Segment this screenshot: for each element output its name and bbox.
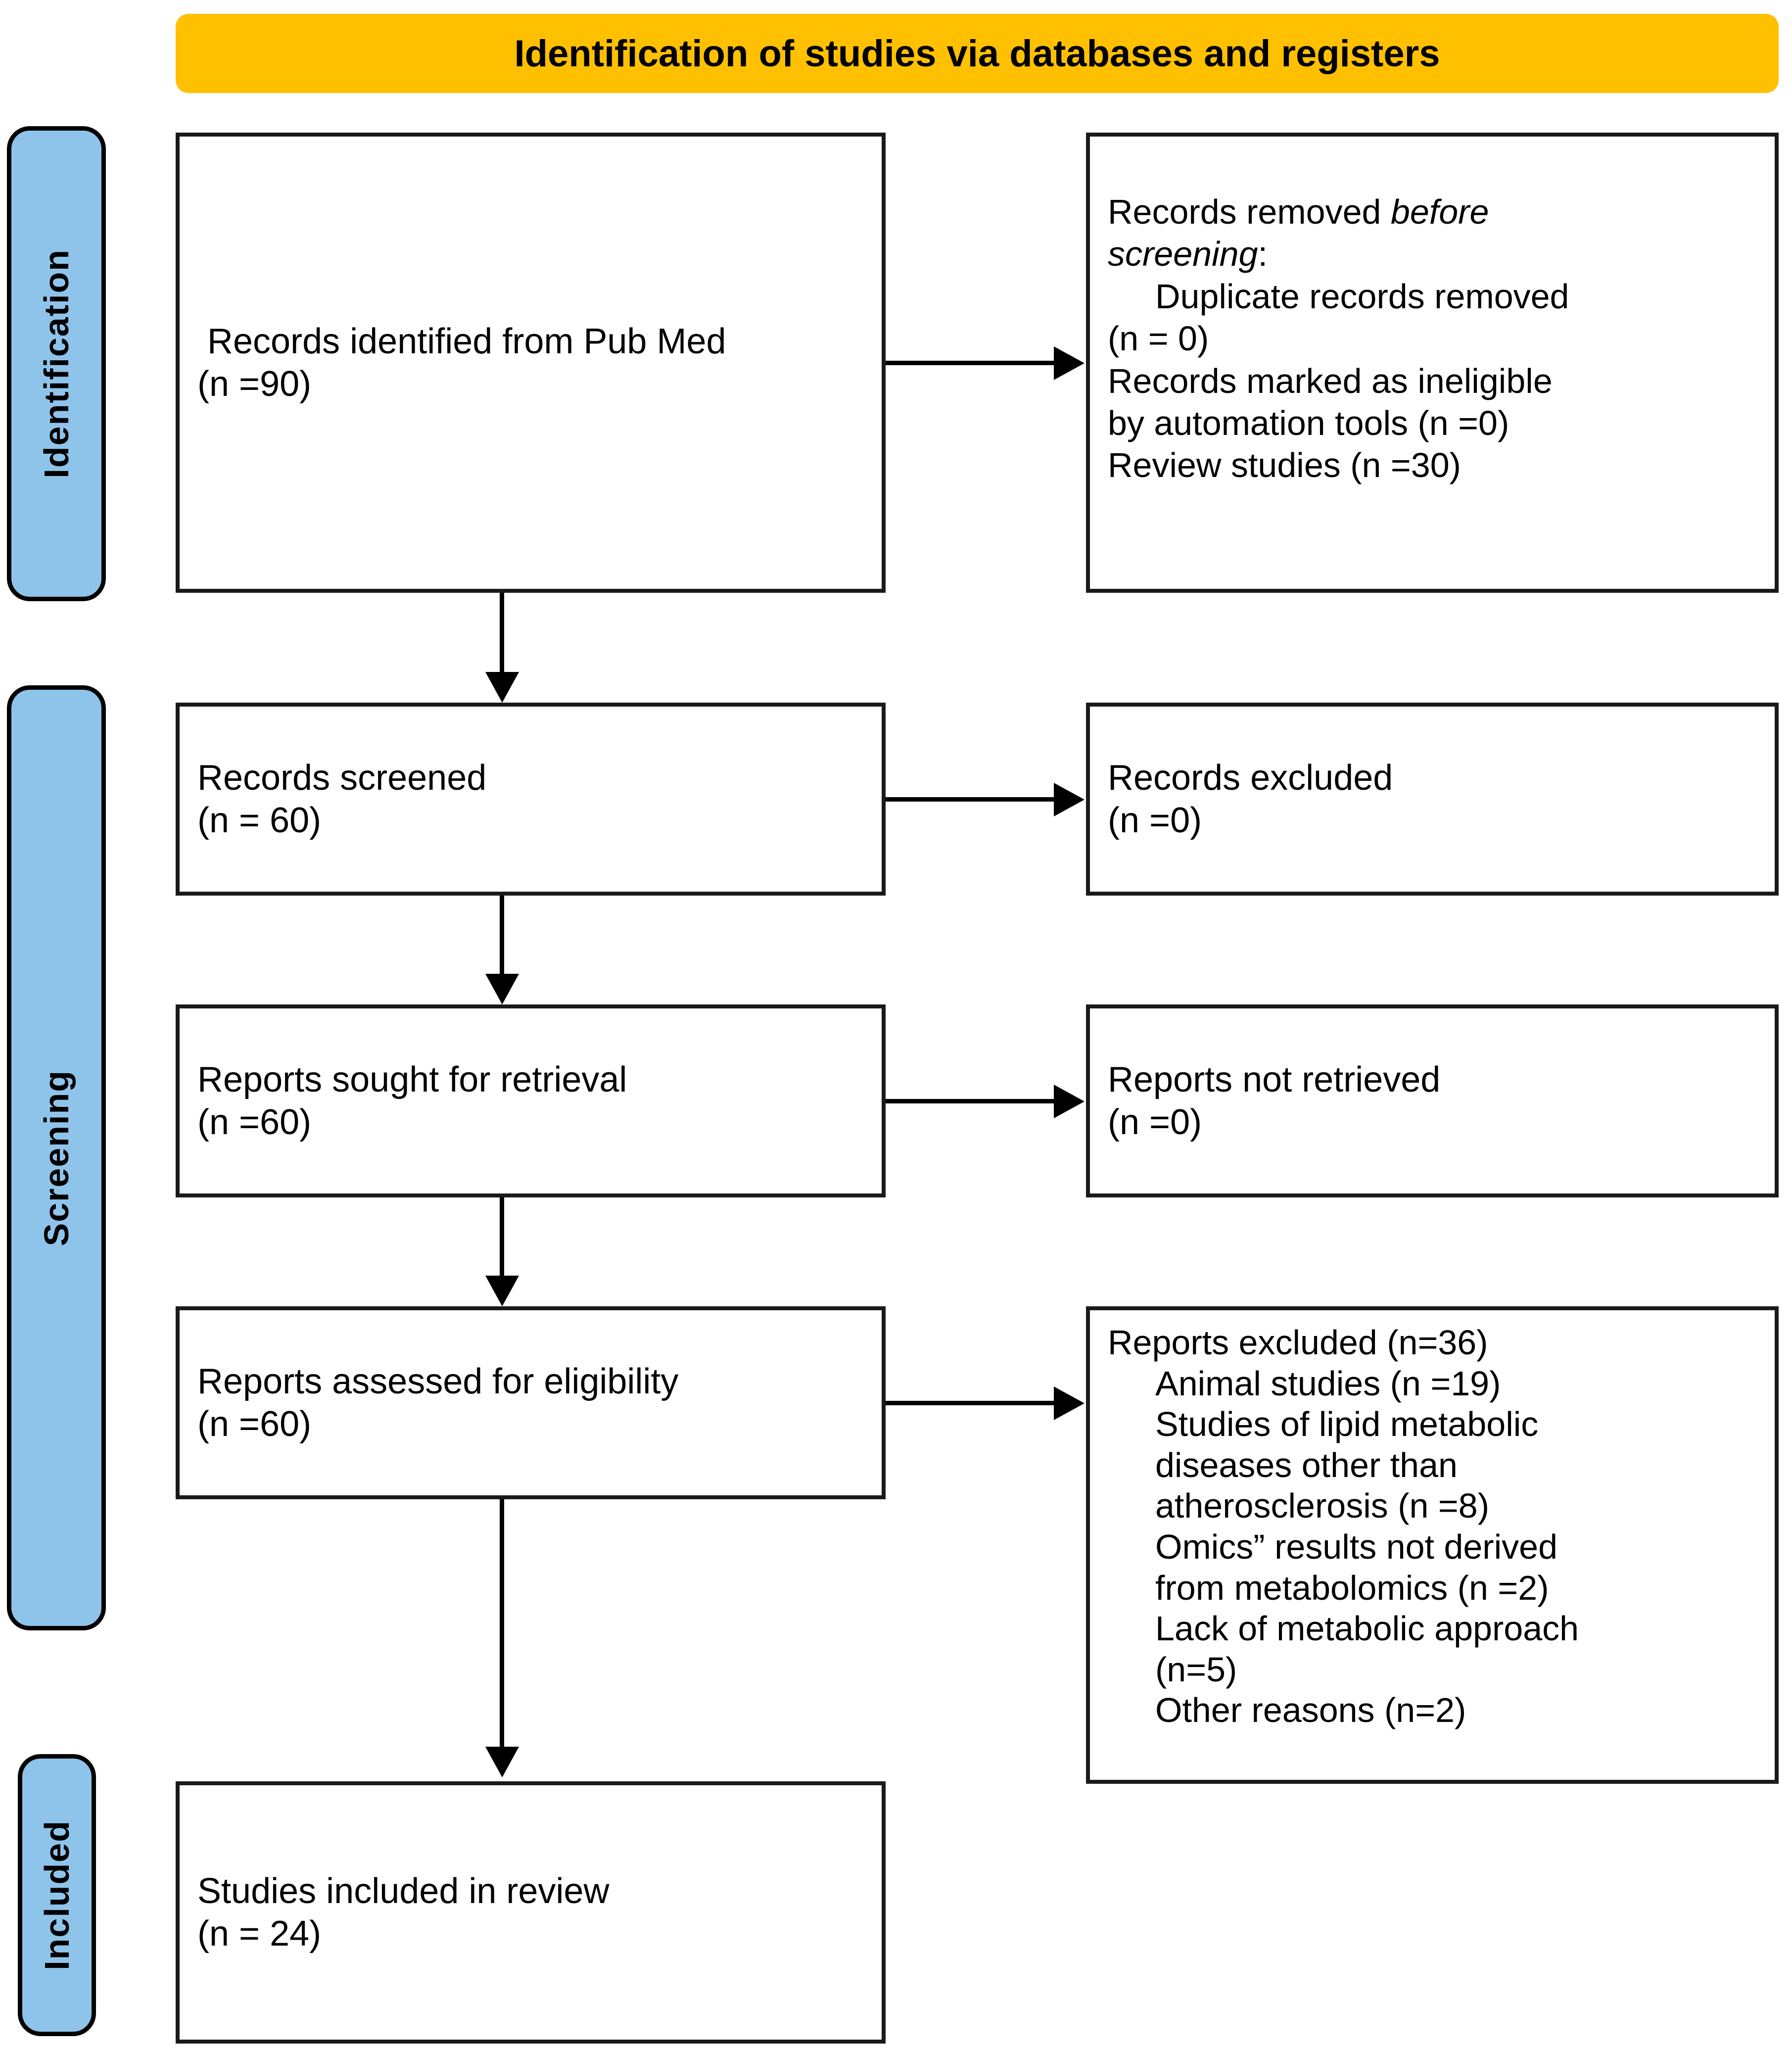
box-reports-excluded-item2a: Studies of lipid metabolic <box>1155 1405 1539 1444</box>
box-records-excluded-line1: Records excluded <box>1108 758 1393 798</box>
connector-identified-to-screened-line <box>500 593 504 673</box>
box-reports-excluded-item3b: from metabolomics (n =2) <box>1155 1568 1549 1607</box>
box-records-removed-item2b: by automation tools (n =0) <box>1108 403 1509 442</box>
stage-rail-included: Included <box>18 1754 96 2036</box>
box-reports-excluded-item4b: (n=5) <box>1155 1650 1237 1689</box>
stage-rail-screening-label: Screening <box>37 1069 76 1246</box>
box-reports-assessed-line2: (n =60) <box>197 1404 312 1444</box>
box-reports-excluded: Reports excluded (n=36) Animal studies (… <box>1086 1306 1779 1784</box>
header-title: Identification of studies via databases … <box>514 32 1440 75</box>
box-reports-excluded-heading: Reports excluded (n=36) <box>1108 1323 1488 1362</box>
removed-italic-screening: screening <box>1108 235 1258 274</box>
box-records-screened: Records screened (n = 60) <box>176 703 886 896</box>
box-records-removed-item3: Review studies (n =30) <box>1108 446 1461 485</box>
box-reports-excluded-item4a: Lack of metabolic approach <box>1155 1609 1579 1648</box>
connector-assessed-to-included-arrow <box>485 1747 519 1777</box>
box-studies-included-line2: (n = 24) <box>197 1914 322 1954</box>
box-reports-assessed-line1: Reports assessed for eligibility <box>197 1361 679 1401</box>
connector-identified-to-removed-arrow <box>1054 346 1085 380</box>
connector-identified-to-removed-line <box>886 361 1054 365</box>
box-records-removed-line1: Records removed before <box>1108 191 1757 233</box>
box-records-identified-line1: Records identified from Pub Med <box>197 321 726 361</box>
box-records-screened-line2: (n = 60) <box>197 801 322 840</box>
connector-screened-to-sought-line <box>500 896 504 974</box>
box-reports-sought-line1: Reports sought for retrieval <box>197 1059 627 1099</box>
box-studies-included-line1: Studies included in review <box>197 1871 610 1911</box>
stage-rail-identification: Identification <box>7 126 106 601</box>
removed-colon: : <box>1258 235 1268 274</box>
box-reports-not-retrieved: Reports not retrieved (n =0) <box>1086 1004 1779 1197</box>
box-reports-excluded-item3a: Omics” results not derived <box>1155 1527 1558 1566</box>
stage-rail-included-label: Included <box>38 1820 76 1970</box>
removed-prefix: Records removed <box>1108 192 1391 231</box>
connector-identified-to-screened-arrow <box>485 672 519 703</box>
removed-italic-before: before <box>1390 192 1489 231</box>
box-reports-not-retrieved-line2: (n =0) <box>1108 1102 1202 1142</box>
connector-screened-to-sought-arrow <box>485 974 519 1004</box>
box-records-removed-line2: screening: <box>1108 233 1757 275</box>
connector-sought-to-assessed-line <box>500 1197 504 1276</box>
box-records-removed-item1-n: (n = 0) <box>1108 319 1209 358</box>
connector-screened-to-excluded-arrow <box>1054 783 1085 816</box>
stage-rail-identification-label: Identification <box>37 249 76 478</box>
box-reports-excluded-item2c: atherosclerosis (n =8) <box>1155 1486 1490 1526</box>
box-records-identified-line2: (n =90) <box>197 364 312 404</box>
box-reports-sought-line2: (n =60) <box>197 1102 312 1142</box>
stage-rail-screening: Screening <box>7 685 106 1630</box>
header-banner: Identification of studies via databases … <box>176 14 1779 93</box>
connector-screened-to-excluded-line <box>886 797 1054 802</box>
box-records-excluded: Records excluded (n =0) <box>1086 703 1779 896</box>
connector-sought-to-notretrieved-arrow <box>1054 1085 1085 1118</box>
connector-assessed-to-reportsexcluded-line <box>886 1401 1054 1405</box>
box-reports-not-retrieved-line1: Reports not retrieved <box>1108 1059 1441 1099</box>
box-reports-excluded-item5: Other reasons (n=2) <box>1155 1691 1466 1730</box>
box-records-removed-item2a: Records marked as ineligible <box>1108 361 1553 400</box>
box-records-identified: Records identified from Pub Med (n =90) <box>176 133 886 593</box>
box-records-screened-line1: Records screened <box>197 758 487 798</box>
box-reports-excluded-item2b: diseases other than <box>1155 1445 1458 1484</box>
box-reports-assessed-for-eligibility: Reports assessed for eligibility (n =60) <box>176 1306 886 1499</box>
connector-sought-to-assessed-arrow <box>485 1276 519 1306</box>
box-studies-included-in-review: Studies included in review (n = 24) <box>176 1781 886 2044</box>
box-records-removed-item1: Duplicate records removed <box>1155 277 1569 316</box>
box-records-removed-before-screening: Records removed before screening: Duplic… <box>1086 133 1779 593</box>
box-records-excluded-line2: (n =0) <box>1108 801 1202 840</box>
box-reports-sought-for-retrieval: Reports sought for retrieval (n =60) <box>176 1004 886 1197</box>
connector-assessed-to-included-line <box>500 1499 504 1747</box>
connector-sought-to-notretrieved-line <box>886 1099 1054 1103</box>
box-reports-excluded-item1: Animal studies (n =19) <box>1155 1364 1501 1403</box>
connector-assessed-to-reportsexcluded-arrow <box>1054 1386 1085 1420</box>
